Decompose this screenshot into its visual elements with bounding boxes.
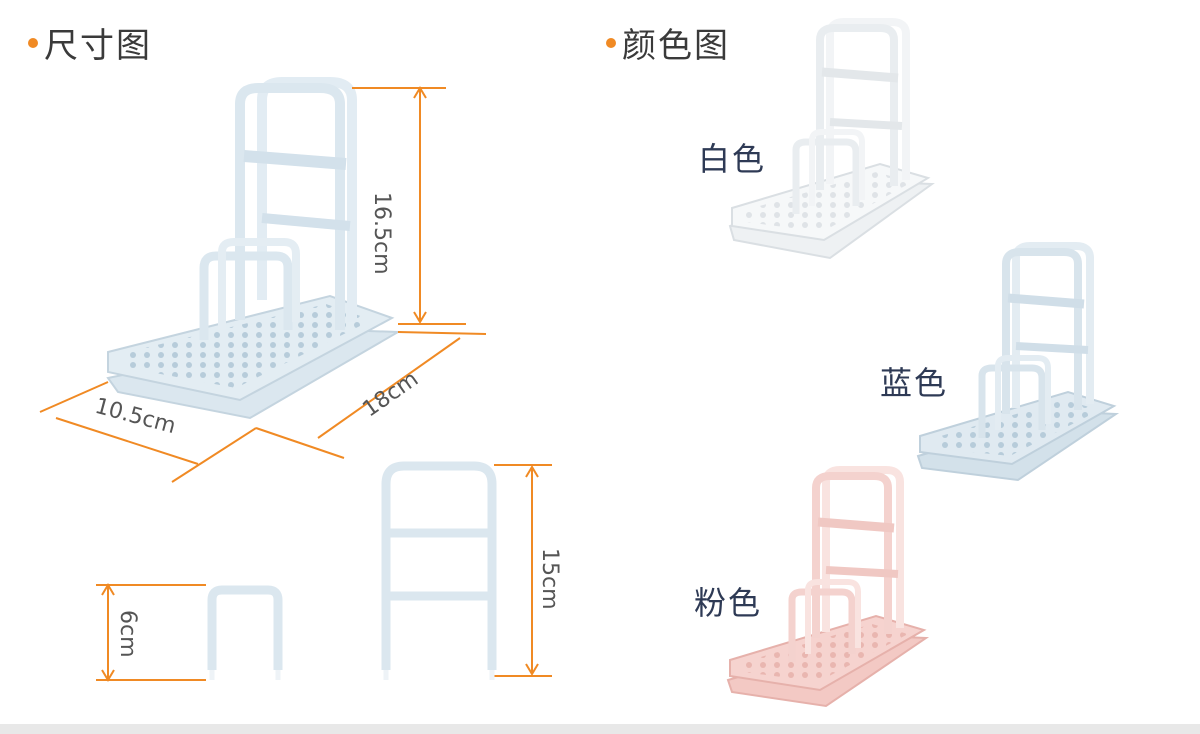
variant-label-white: 白色 [698, 140, 767, 178]
main-rack-drawing [106, 77, 402, 420]
bottom-divider [0, 724, 1200, 734]
small-frame-part [207, 585, 283, 680]
white-rack-drawing [728, 18, 935, 260]
variant-label-blue: 蓝色 [880, 364, 949, 402]
size-title-text: 尺寸图 [44, 26, 152, 66]
pink-rack-drawing [726, 466, 930, 708]
large-frame-part [381, 461, 497, 680]
color-title-text: 颜色图 [622, 26, 730, 66]
small-frame-label: 6cm [115, 610, 140, 658]
height-total-label: 16.5cm [369, 192, 394, 275]
size-section-title: 尺寸图 [28, 18, 152, 67]
color-section-title: 颜色图 [606, 18, 730, 67]
dimension-lines [39, 86, 552, 682]
variant-label-pink: 粉色 [694, 584, 763, 622]
bullet-dot-icon [606, 37, 616, 48]
bullet-dot-icon [28, 37, 38, 48]
blue-rack-drawing [916, 242, 1120, 482]
large-frame-label: 15cm [537, 548, 562, 610]
